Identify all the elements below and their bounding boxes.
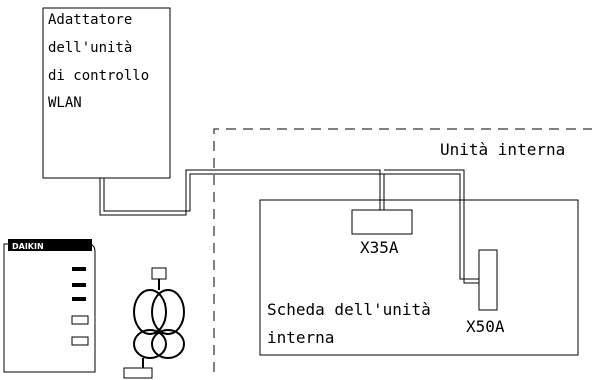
x50a-label: X50A: [466, 317, 505, 336]
x50a-connector: [478, 249, 498, 311]
adapter-label-line-1: Adattatore: [48, 12, 132, 28]
indoor-unit-boundary: [213, 128, 592, 372]
adapter-label-line-4: WLAN: [48, 95, 82, 111]
x35a-connector: [351, 209, 413, 235]
device-led-1: [72, 267, 86, 271]
adapter-cable: [99, 169, 479, 284]
cable-connector-top: [151, 267, 167, 280]
indoor-pcb-board: [259, 199, 579, 356]
device-button-2: [71, 336, 89, 346]
coiled-cable-illustration: [123, 267, 185, 379]
pcb-label-line-2: interna: [267, 328, 334, 347]
device-brand-label: DAIKIN: [12, 242, 44, 251]
device-button-1: [71, 315, 89, 325]
x35a-label: X35A: [360, 238, 399, 257]
indoor-unit-label: Unità interna: [440, 140, 565, 159]
device-led-2: [72, 283, 86, 287]
wlan-adapter-label: Adattatore dell'unità di controllo WLAN: [48, 12, 149, 111]
pcb-label-line-1: Scheda dell'unità: [267, 300, 431, 319]
wlan-adapter-device-illustration: DAIKIN: [3, 239, 96, 373]
cable-connector-bottom: [123, 367, 153, 379]
wlan-adapter-box: [42, 7, 171, 179]
adapter-label-line-2: dell'unità: [48, 40, 132, 56]
device-led-3: [72, 297, 86, 301]
adapter-label-line-3: di controllo: [48, 68, 149, 84]
